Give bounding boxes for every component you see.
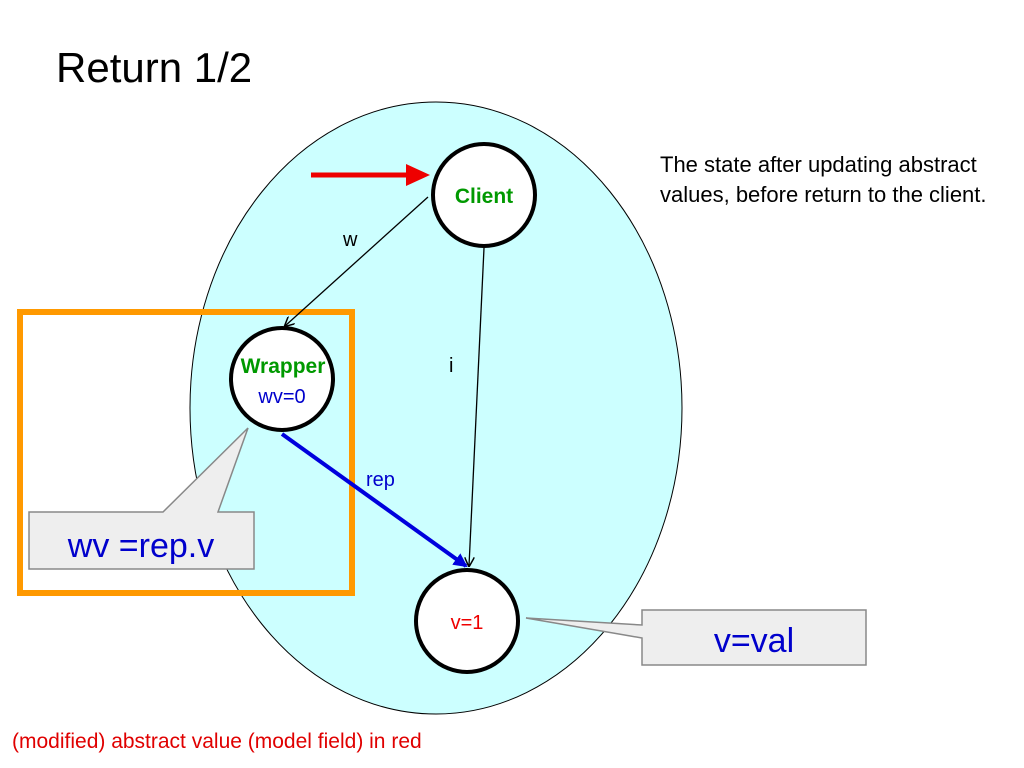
client-node-label: Client [455,185,513,208]
callout-wrapper-invariant-text: wv =rep.v [67,527,214,565]
callout-wrapper-invariant: wv =rep.v [28,427,255,570]
wrapper-node [229,326,335,432]
edge-rep [280,432,468,568]
edge-label-w: w [342,229,358,251]
edge-i [469,247,485,566]
heap-region [189,101,683,715]
description-text: The state after updating abstract values… [660,152,987,207]
value-node [414,568,520,674]
slide-title: Return 1/2 [56,44,253,91]
wrapper-node-label: Wrapper [241,355,326,378]
callout-value-invariant: v=val [525,609,867,666]
edge-w [285,196,429,326]
highlight-box [17,309,355,596]
callout-value-invariant-text: v=val [714,622,794,660]
pointer-arrow [311,164,430,186]
edge-label-i: i [449,355,453,377]
value-node-label: v=1 [451,612,484,634]
client-node [431,142,537,248]
footnote: (modified) abstract value (model field) … [12,730,422,753]
edge-label-rep: rep [366,469,395,491]
wrapper-node-value: wv=0 [257,386,305,408]
